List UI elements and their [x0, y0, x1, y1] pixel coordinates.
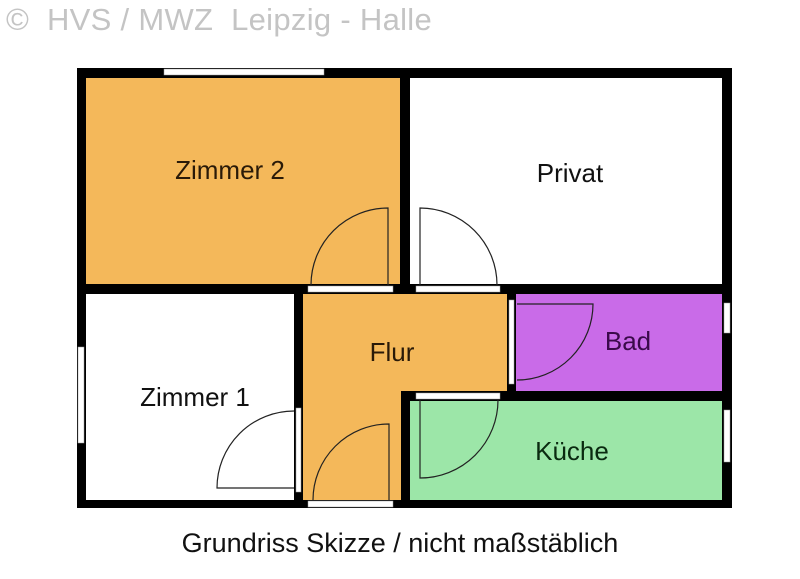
- doorway-zimmer-2: [307, 285, 394, 293]
- room-privat: [410, 78, 722, 284]
- room-kueche: [410, 401, 722, 500]
- door-swing-zimmer-1: [216, 410, 295, 489]
- door-swing-bad: [516, 303, 594, 381]
- label-flur: Flur: [370, 337, 415, 367]
- window-zimmer-2: [163, 68, 325, 76]
- label-bad: Bad: [605, 326, 651, 356]
- window-kueche: [723, 409, 731, 463]
- label-zimmer-1: Zimmer 1: [140, 382, 250, 412]
- copyright-watermark: © HVS / MWZ Leipzig - Halle: [6, 2, 433, 37]
- room-bad: [516, 294, 722, 391]
- door-swing-zimmer-2: [310, 207, 389, 286]
- door-swing-kueche: [419, 399, 499, 479]
- entrance-door: [307, 500, 394, 508]
- caption: Grundriss Skizze / nicht maßstäblich: [181, 528, 619, 558]
- label-privat: Privat: [537, 158, 604, 188]
- doorway-zimmer-1: [295, 407, 302, 493]
- room-flur: [303, 294, 507, 500]
- window-bad: [723, 302, 731, 334]
- window-zimmer-1: [77, 346, 85, 444]
- door-swing-privat: [419, 207, 498, 286]
- room-zimmer-1: [86, 294, 294, 500]
- room-zimmer-2: [86, 78, 400, 284]
- doorway-bad: [508, 299, 515, 385]
- label-zimmer-2: Zimmer 2: [175, 155, 285, 185]
- door-swing-entrance: [312, 423, 390, 501]
- doorway-kueche: [415, 392, 501, 400]
- label-kueche: Küche: [535, 436, 609, 466]
- doorway-privat: [415, 285, 501, 293]
